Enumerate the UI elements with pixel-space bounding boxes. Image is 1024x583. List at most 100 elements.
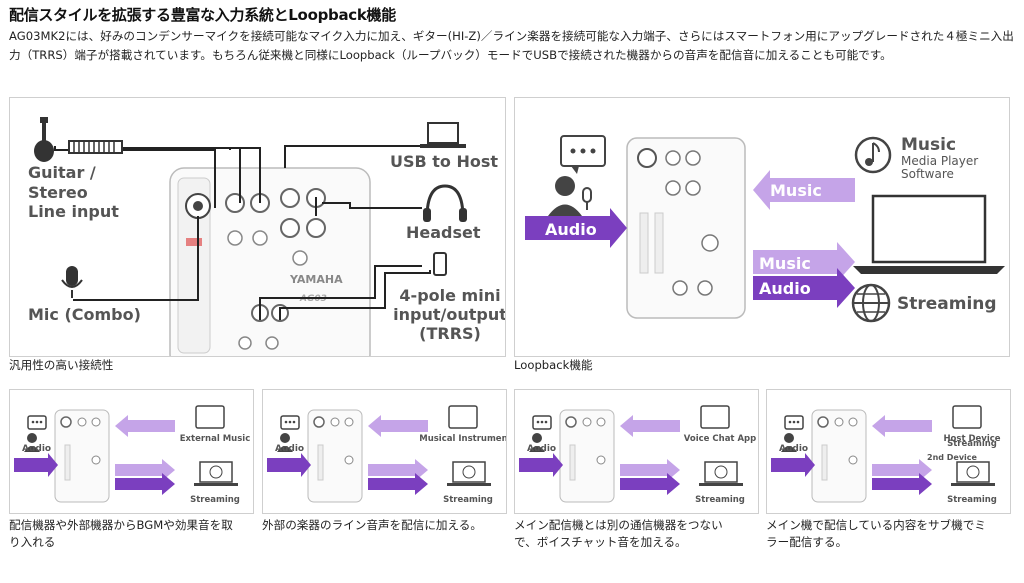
headset-icon	[423, 184, 467, 222]
scenario-caption: 外部の楽器のライン音声を配信に加える。	[262, 517, 512, 534]
scenario-bottom-label: Streaming	[947, 495, 997, 505]
scenario-caption-line: で、ボイスチャット音を加える。	[514, 535, 687, 549]
person-icon	[277, 433, 293, 452]
scenario-audio-label: Audio	[22, 444, 51, 454]
input-arrow	[872, 415, 932, 437]
streaming-label: Streaming	[897, 294, 997, 314]
scenario-top-label: External Music	[180, 434, 251, 444]
speech-bubble-icon	[280, 415, 300, 430]
device-icon	[195, 405, 225, 429]
scenario-audio-label: Audio	[527, 444, 556, 454]
scenario-bottom-label: Streaming	[190, 495, 240, 505]
usb-label: USB to Host	[390, 152, 498, 171]
music-in-label: Music	[770, 181, 822, 200]
music-out-arrow	[368, 459, 428, 481]
audio-out-arrow	[620, 473, 680, 495]
scenario-caption: メイン配信機とは別の通信機器をつないで、ボイスチャット音を加える。	[514, 517, 764, 551]
scenario-panel: Audio Musical Instruments Streaming	[262, 389, 507, 514]
audio-out-label: Audio	[759, 279, 811, 298]
scenario-bottom-label: Streaming	[443, 495, 493, 505]
person-icon	[529, 433, 545, 452]
audio-arrow	[267, 453, 311, 477]
device-icon	[952, 405, 982, 429]
audio-out-arrow	[872, 473, 932, 495]
speech-bubble-icon	[27, 415, 47, 430]
audio-out-arrow	[115, 473, 175, 495]
headset-label: Headset	[406, 223, 481, 242]
scenario-caption: メイン機で配信している内容をサブ機でミラー配信する。	[766, 517, 1016, 551]
connectivity-caption: 汎用性の高い接続性	[9, 358, 114, 372]
music-out-arrow	[753, 242, 855, 282]
device-icon	[448, 405, 478, 429]
audio-arrow	[14, 453, 58, 477]
music-out-arrow	[872, 459, 932, 481]
speech-bubble-icon	[560, 135, 606, 174]
music-note-icon	[854, 136, 892, 174]
guitar-icon	[34, 117, 54, 162]
audio-in-label: Audio	[545, 220, 597, 239]
laptop-globe-icon	[447, 461, 491, 486]
scenario-top-label: Host Device	[943, 434, 1000, 444]
scenario-diagram: Audio External Music Streaming	[14, 405, 251, 505]
audio-arrow	[519, 453, 563, 477]
person-icon	[548, 176, 582, 216]
scenario-caption-line: ラー配信する。	[766, 535, 848, 549]
input-arrow	[115, 415, 175, 437]
person-icon	[24, 433, 40, 452]
input-arrow	[368, 415, 428, 437]
loopback-panel: Audio Music Music Audio Music Media Play…	[514, 97, 1010, 357]
speech-bubble-icon	[532, 415, 552, 430]
audio-out-arrow	[753, 268, 855, 308]
scenario-caption: 配信機器や外部機器からBGMや効果音を取り入れる	[9, 517, 259, 551]
scenario-streaming-top-label: Streaming	[947, 439, 997, 449]
scenario-caption-line: 配信機器や外部機器からBGMや効果音を取	[9, 518, 233, 532]
brand-label: YAMAHA	[289, 273, 343, 286]
scenario-diagram: Audio Musical Instruments Streaming	[267, 405, 507, 505]
input-arrow	[620, 415, 680, 437]
speech-bubble-icon	[784, 415, 804, 430]
scenario-audio-label: Audio	[275, 444, 304, 454]
page-heading: 配信スタイルを拡張する豊富な入力系統とLoopback機能	[9, 6, 396, 24]
music-out-arrow	[620, 459, 680, 481]
laptop-globe-icon	[194, 461, 238, 486]
scenario-caption-line: り入れる	[9, 535, 56, 549]
scenario-diagram: Audio Voice Chat App Streaming	[519, 405, 756, 505]
scenario-panel: Audio Host Device 2nd Device Streaming S…	[766, 389, 1011, 514]
intro-text: AG03MK2には、好みのコンデンサーマイクを接続可能なマイク入力に加え、ギター…	[9, 29, 1014, 62]
music-out-label: Music	[759, 254, 811, 273]
scenario-audio-label: Audio	[779, 444, 808, 454]
globe-icon	[851, 283, 891, 323]
scenario-panel: Audio Voice Chat App Streaming	[514, 389, 759, 514]
laptop-icon	[420, 122, 466, 148]
microphone-icon	[582, 187, 592, 210]
music-out-arrow	[115, 459, 175, 481]
microphone-icon	[61, 266, 83, 298]
laptop-globe-icon	[951, 461, 995, 486]
person-icon	[781, 433, 797, 452]
audio-out-arrow	[368, 473, 428, 495]
keyboard-icon	[68, 140, 123, 154]
laptop-icon	[853, 194, 1005, 274]
music-title: Music	[901, 135, 956, 155]
audio-in-arrow	[525, 208, 627, 248]
audio-arrow	[771, 453, 815, 477]
scenario-caption-line: メイン機で配信している内容をサブ機でミ	[766, 518, 986, 532]
smartphone-icon	[433, 252, 447, 276]
loopback-caption: Loopback機能	[514, 358, 593, 372]
scenario-caption-line: メイン配信機とは別の通信機器をつない	[514, 518, 723, 532]
device-icon	[700, 405, 730, 429]
mic-label: Mic (Combo)	[28, 305, 141, 324]
scenario-panel: Audio External Music Streaming	[9, 389, 254, 514]
scenario-caption-line: 外部の楽器のライン音声を配信に加える。	[262, 518, 482, 532]
scenario-top-label: Musical Instruments	[419, 434, 507, 444]
scenario-diagram: Audio Host Device 2nd Device Streaming S…	[771, 405, 1001, 505]
scenario-top-label: Voice Chat App	[684, 434, 756, 444]
scenario-mid-label: 2nd Device	[927, 453, 978, 462]
laptop-globe-icon	[699, 461, 743, 486]
loopback-diagram: Audio Music Music Audio Music Media Play…	[525, 135, 1005, 323]
